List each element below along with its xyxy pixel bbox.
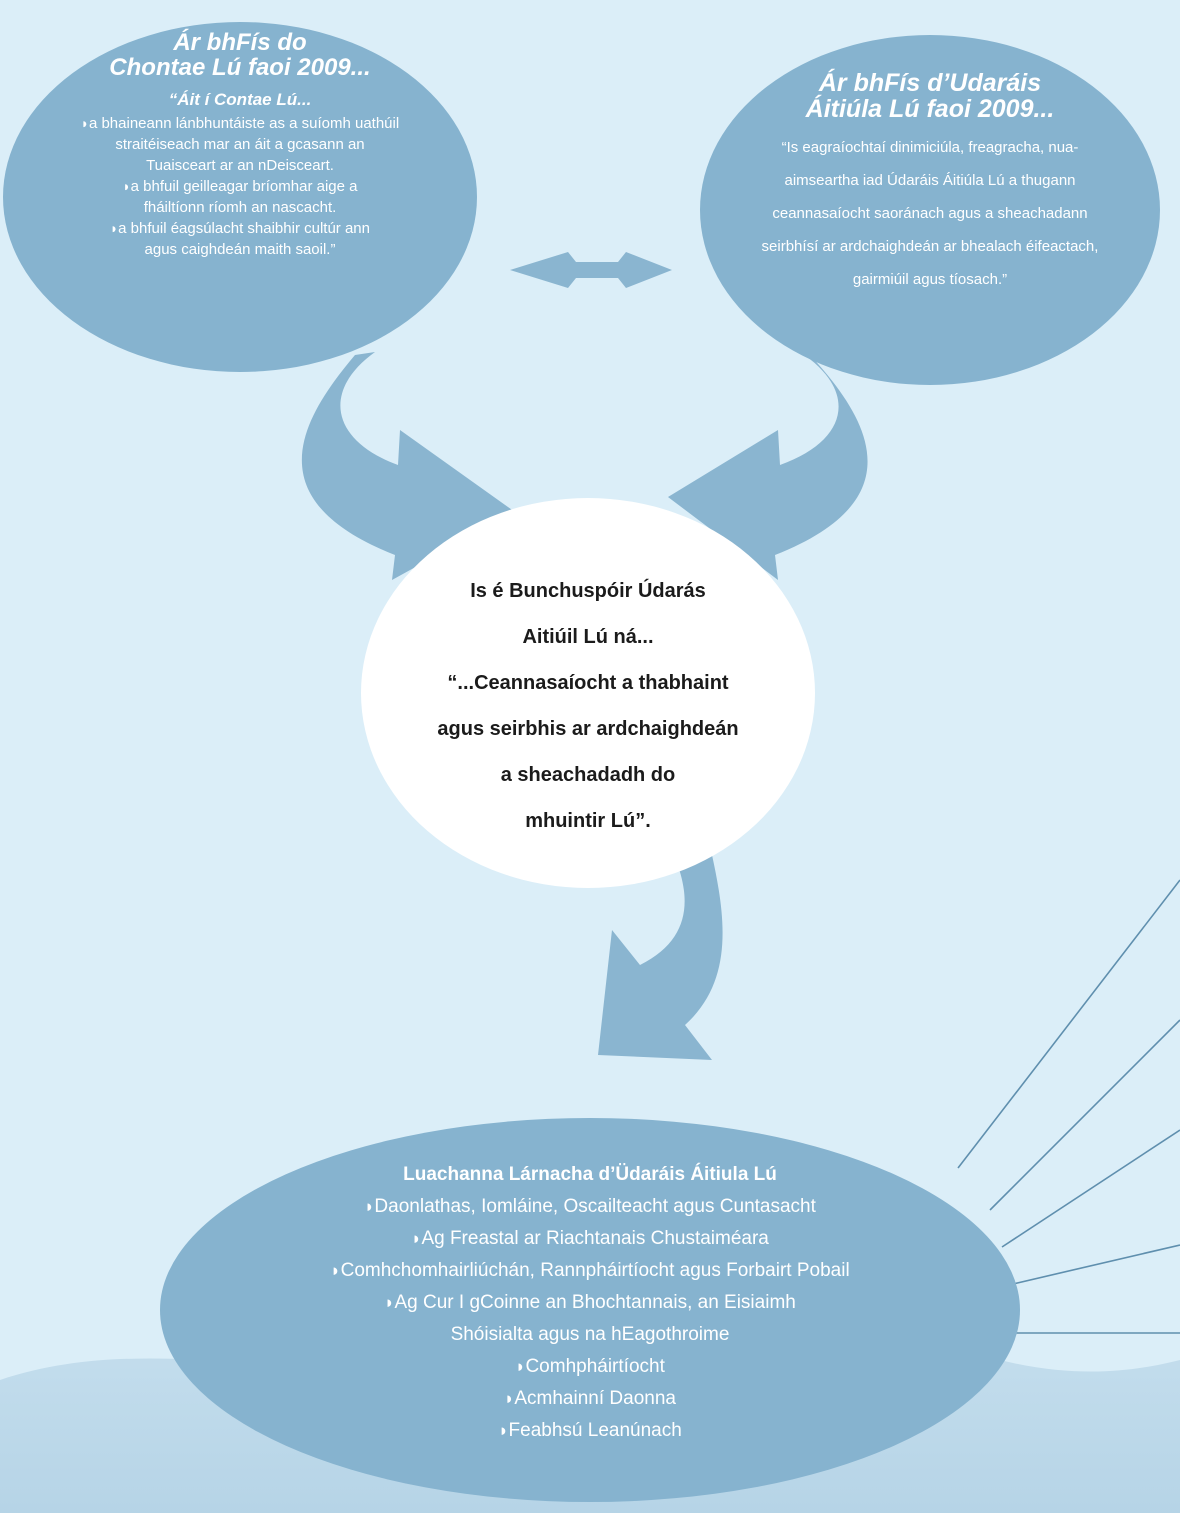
- left-vision-title: Ár bhFís do Chontae Lú faoi 2009...: [20, 29, 460, 82]
- mission-ellipse: [361, 498, 815, 888]
- right-vision-quote: “Is eagraíochtaí dinimiciúla, freagracha…: [700, 131, 1160, 296]
- left-vision-bullets: a bhaineann lánbhuntáiste as a suíomh ua…: [20, 113, 460, 260]
- mission-line: mhuintir Lú”.: [525, 810, 651, 832]
- mission-line: agus seirbhis ar ardchaighdeán: [437, 718, 739, 740]
- core-value-item: Comhchomhairliúchán, Rannpháirtíocht agu…: [190, 1255, 990, 1287]
- core-value-item: Ag Cur I gCoinne an Bhochtannais, an Eis…: [190, 1287, 990, 1319]
- right-vision-quote-line: “Is eagraíochtaí dinimiciúla, freagracha…: [781, 138, 1079, 156]
- core-value-item: Comhpháirtíocht: [190, 1351, 990, 1383]
- right-vision-quote-line: seirbhísí ar ardchaighdeán ar bhealach é…: [761, 237, 1099, 255]
- left-vision-bullet: a bhaineann lánbhuntáiste as a suíomh ua…: [20, 113, 460, 134]
- right-vision-title: Ár bhFís d’Udaráis Áitiúla Lú faoi 2009.…: [700, 70, 1160, 123]
- mission-line: Aitiúil Lú ná...: [522, 626, 654, 648]
- left-vision-quote-heading: “Áit í Contae Lú...: [168, 90, 312, 110]
- decorative-lines: [957, 879, 1180, 1334]
- left-vision-bullet-cont: agus caighdeán maith saoil.”: [144, 241, 336, 259]
- left-vision-title-line: Ár bhFís do: [173, 29, 307, 56]
- left-vision-bullet-cont: straitéiseach mar an áit a gcasann an: [115, 136, 365, 154]
- right-vision: Ár bhFís d’Udaráis Áitiúla Lú faoi 2009.…: [700, 70, 1160, 296]
- mission-line: a sheachadadh do: [500, 764, 676, 786]
- left-curved-arrow: [301, 352, 515, 580]
- core-values-title: Luachanna Lárnacha d’Üdaráis Áitiula Lú: [403, 1164, 777, 1185]
- right-vision-quote-line: ceannasaíocht saoránach agus a sheachada…: [772, 204, 1088, 222]
- left-vision-title-line: Chontae Lú faoi 2009...: [109, 54, 371, 82]
- double-arrow: [510, 252, 672, 288]
- bottom-arrow: [598, 855, 723, 1060]
- mission: Is é Bunchuspóir Údarás Aitiúil Lú ná...…: [388, 568, 788, 844]
- core-value-item-cont: Shóisialta agus na hEagothroime: [450, 1324, 730, 1345]
- core-value-item: Ag Freastal ar Riachtanais Chustaiméara: [190, 1223, 990, 1255]
- core-value-item: Acmhainní Daonna: [190, 1383, 990, 1415]
- mission-line: “...Ceannasaíocht a thabhaint: [447, 672, 729, 694]
- right-vision-ellipse: [700, 35, 1160, 385]
- right-vision-title-line: Áitiúla Lú faoi 2009...: [805, 95, 1055, 124]
- right-vision-title-line: Ár bhFís d’Udaráis: [818, 69, 1042, 97]
- left-vision-bullet-cont: fháiltíonn ríomh an nascacht.: [143, 199, 337, 217]
- core-value-item: Feabhsú Leanúnach: [190, 1415, 990, 1447]
- mission-line: Is é Bunchuspóir Údarás: [470, 580, 706, 602]
- right-vision-quote-line: gairmiúil agus tíosach.”: [852, 270, 1008, 288]
- left-vision-bullet: a bhfuil geilleagar bríomhar aige a: [20, 176, 460, 197]
- left-vision-bullet-cont: Tuaisceart ar an nDeisceart.: [146, 157, 334, 175]
- core-value-item: Daonlathas, Iomláine, Oscailteacht agus …: [190, 1191, 990, 1223]
- right-vision-quote-line: aimseartha iad Údaráis Áitiúla Lú a thug…: [784, 171, 1076, 189]
- core-values: Luachanna Lárnacha d’Üdaráis Áitiula Lú …: [190, 1159, 990, 1447]
- left-vision: Ár bhFís do Chontae Lú faoi 2009... “Áit…: [20, 30, 460, 260]
- right-curved-arrow: [668, 352, 868, 580]
- left-vision-bullet: a bhfuil éagsúlacht shaibhir cultúr ann: [20, 218, 460, 239]
